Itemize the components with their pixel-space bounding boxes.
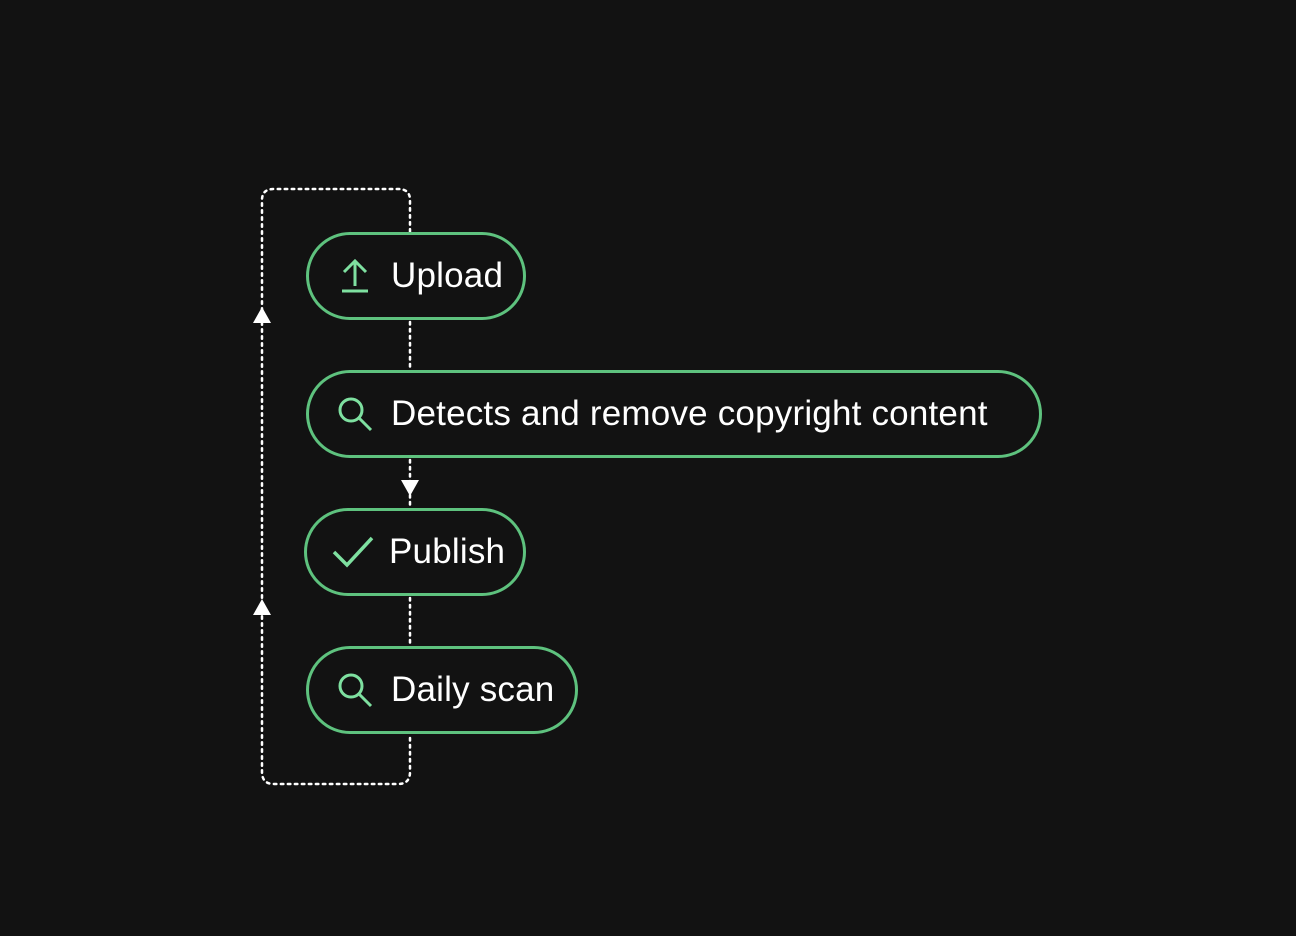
step-publish-label: Publish [389, 532, 506, 571]
step-publish: Publish [304, 508, 526, 596]
arrow-up-upper [253, 307, 271, 323]
step-daily-scan: Daily scan [306, 646, 578, 734]
loop-connector [260, 187, 412, 786]
step-detect-remove-label: Detects and remove copyright content [391, 394, 988, 433]
step-upload-label: Upload [391, 256, 504, 295]
search-icon [333, 392, 377, 436]
step-upload: Upload [306, 232, 526, 320]
checkmark-icon [331, 530, 375, 574]
upload-arrow-icon [333, 254, 377, 298]
search-icon [333, 668, 377, 712]
step-daily-scan-label: Daily scan [391, 670, 555, 709]
arrow-down-publish [401, 480, 419, 496]
arrow-up-lower [253, 599, 271, 615]
step-detect-remove: Detects and remove copyright content [306, 370, 1042, 458]
